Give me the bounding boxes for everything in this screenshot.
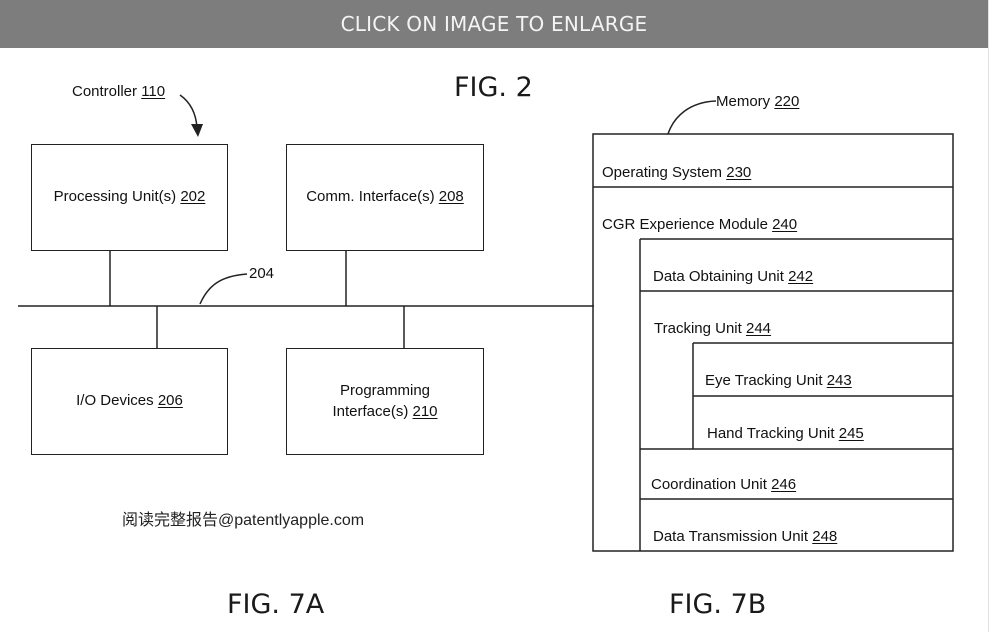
coordination-text: Coordination Unit [651, 476, 767, 493]
comm-interface-label: Comm. Interface(s) 208 [306, 187, 464, 207]
cgr-module-ref: 240 [772, 216, 798, 233]
programming-interface-line1: Programming [339, 382, 431, 400]
processing-unit-label: Processing Unit(s) 202 [54, 187, 206, 207]
io-devices-text: I/O Devices [76, 392, 154, 410]
controller-label: Controller 110 [72, 84, 165, 99]
eye-tracking-text: Eye Tracking Unit [705, 372, 823, 389]
controller-ref: 110 [141, 83, 166, 100]
tracking-text: Tracking Unit [654, 320, 742, 337]
hand-tracking-ref: 245 [838, 425, 864, 442]
io-devices-ref: 206 [157, 392, 183, 410]
memory-label-text: Memory [716, 93, 771, 110]
memory-row-tracking: Tracking Unit 244 [654, 321, 771, 336]
controller-label-text: Controller [72, 83, 138, 100]
programming-interface-label: Programming Interface(s) 210 [332, 381, 437, 422]
programming-interface-box: Programming Interface(s) 210 [286, 348, 484, 455]
data-transmission-ref: 248 [812, 528, 838, 545]
cgr-module-text: CGR Experience Module [602, 216, 768, 233]
hand-tracking-text: Hand Tracking Unit [707, 425, 835, 442]
io-devices-box: I/O Devices 206 [31, 348, 228, 455]
right-edge-strip [988, 0, 1001, 632]
operating-system-ref: 230 [726, 164, 752, 181]
enlarge-banner-text: CLICK ON IMAGE TO ENLARGE [340, 12, 648, 36]
data-transmission-text: Data Transmission Unit [653, 528, 809, 545]
bus-ref: 204 [249, 265, 275, 282]
watermark-text: 阅读完整报告@patentlyapple.com [122, 512, 365, 529]
comm-interface-ref: 208 [438, 188, 464, 206]
memory-row-data-transmission: Data Transmission Unit 248 [653, 529, 837, 544]
comm-interface-text: Comm. Interface(s) [306, 188, 435, 206]
processing-unit-text: Processing Unit(s) [53, 188, 177, 206]
io-devices-label: I/O Devices 206 [76, 391, 183, 411]
fig7a-caption: FIG. 7A [227, 589, 325, 620]
memory-row-coordination: Coordination Unit 246 [651, 477, 796, 492]
comm-interface-box: Comm. Interface(s) 208 [286, 144, 484, 251]
data-obtaining-text: Data Obtaining Unit [653, 268, 784, 285]
fig2-title: FIG. 2 [454, 72, 533, 103]
memory-row-data-obtaining: Data Obtaining Unit 242 [653, 269, 813, 284]
data-obtaining-ref: 242 [788, 268, 814, 285]
memory-row-operating-system: Operating System 230 [602, 165, 751, 180]
operating-system-text: Operating System [602, 164, 723, 181]
processing-unit-box: Processing Unit(s) 202 [31, 144, 228, 251]
eye-tracking-ref: 243 [826, 372, 852, 389]
programming-interface-ref: 210 [412, 402, 438, 420]
enlarge-banner[interactable]: CLICK ON IMAGE TO ENLARGE [0, 0, 988, 48]
tracking-ref: 244 [745, 320, 772, 337]
memory-row-eye-tracking: Eye Tracking Unit 243 [705, 373, 852, 388]
fig7b-caption: FIG. 7B [669, 589, 767, 620]
memory-ref: 220 [774, 93, 800, 110]
memory-label: Memory 220 [716, 94, 799, 109]
programming-interface-line2: Interface(s) [332, 402, 409, 420]
coordination-ref: 246 [771, 476, 797, 493]
memory-row-hand-tracking: Hand Tracking Unit 245 [707, 426, 864, 441]
memory-row-cgr-module: CGR Experience Module 240 [602, 217, 797, 232]
processing-unit-ref: 202 [180, 188, 206, 206]
